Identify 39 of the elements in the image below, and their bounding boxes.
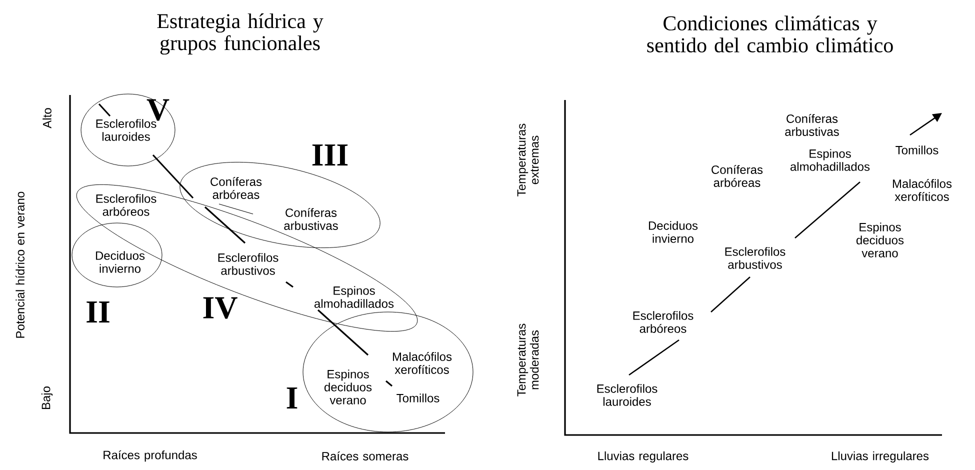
panel-title: Estrategia hídrica y grupos funcionales <box>157 13 324 55</box>
text-label: Espinos deciduos verano <box>856 222 904 258</box>
axis-label: Temperaturas extremas <box>517 124 539 196</box>
axis-label: Raíces someras <box>322 452 408 460</box>
text-label: Esclerofilos arbóreos <box>633 311 694 333</box>
trend-line <box>317 309 369 356</box>
zone-numeral: V <box>146 99 170 121</box>
trend-line <box>152 154 194 199</box>
text-label: Esclerofilos lauroides <box>597 384 658 406</box>
axis-label: Potencial hídrico en verano <box>16 192 24 338</box>
axis-label: Alto <box>42 108 52 128</box>
group-label: Coníferas arbustivas <box>284 208 338 230</box>
zone-numeral: III <box>312 144 348 166</box>
group-label: Malacófilos xerofíticos <box>392 352 452 374</box>
group-label: Esclerofilos arbóreos <box>96 194 156 216</box>
panel-title: Condiciones climáticas y sentido del cambio climático <box>647 16 893 52</box>
zone-numeral: IV <box>203 297 238 319</box>
axis-label: Temperaturas moderadas <box>517 324 539 396</box>
text-label: Coníferas arbustivas <box>785 114 839 136</box>
text-label: Esclerofilos arbustivos <box>725 247 786 269</box>
axis-label: Raíces profundas <box>104 450 197 462</box>
zone-numeral: I <box>286 388 298 408</box>
text-label: Coníferas arbóreas <box>712 165 763 187</box>
axis-label: Bajo <box>41 386 53 410</box>
trend-line <box>204 206 246 244</box>
group-label: Tomillos <box>396 394 440 402</box>
text-label: Espinos almohadillados <box>790 149 870 171</box>
group-label: Esclerofilos arbustivos <box>218 253 278 275</box>
text-label: Malacófilos xerofíticos <box>892 179 952 201</box>
group-label: Coníferas arbóreas <box>210 177 262 199</box>
text-label: Deciduos invierno <box>648 221 698 243</box>
group-label: Espinos deciduos verano <box>324 370 372 404</box>
axis-label: Lluvias regulares <box>598 451 688 463</box>
axis-label: Lluvias irregulares <box>832 451 929 463</box>
zone-numeral: II <box>86 302 110 322</box>
group-label: Esclerofilos lauroides <box>96 119 156 141</box>
text-label: Tomillos <box>896 146 938 154</box>
group-label: Deciduos invierno <box>96 251 145 273</box>
group-label: Espinos almohadillados <box>314 286 394 308</box>
